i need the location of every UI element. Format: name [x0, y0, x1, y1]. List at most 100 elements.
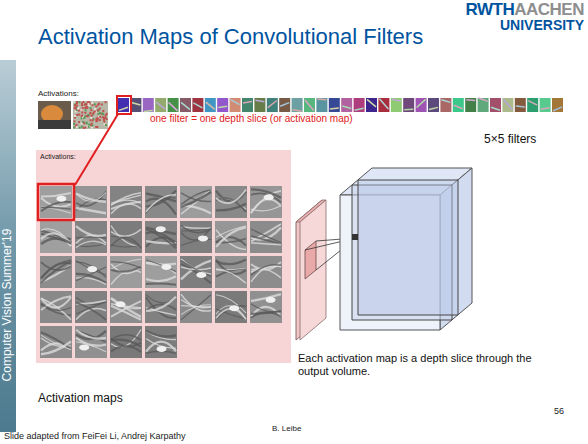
gradient-image [86, 107, 88, 109]
gradient-image [81, 104, 83, 106]
activation-map [75, 256, 107, 288]
gradient-image [89, 119, 91, 121]
activation-map [216, 306, 246, 319]
logo-word: AACHEN [514, 1, 584, 18]
activation-map [145, 186, 177, 218]
filter-tile [527, 98, 538, 112]
activation-map [146, 195, 176, 212]
gradient-image [76, 105, 78, 107]
gradient-image [76, 114, 78, 116]
activation-map [216, 189, 246, 203]
gradient-image [95, 126, 97, 128]
activation-map [41, 202, 71, 212]
gradient-image [84, 104, 86, 106]
gradient-image [90, 109, 92, 111]
filter-tile [168, 98, 179, 112]
gradient-image [104, 116, 106, 118]
gradient-image [73, 123, 75, 125]
filter-tile [355, 108, 364, 110]
gradient-image [74, 115, 76, 117]
activation-map [110, 291, 142, 323]
activation-map [181, 206, 211, 214]
activation-map [251, 243, 281, 245]
logo-word: RWTH [466, 1, 515, 18]
filter-tile [515, 98, 526, 112]
gradient-image [85, 103, 87, 105]
filter-tile [465, 98, 476, 112]
activation-panel [36, 150, 291, 363]
filter-tile [268, 100, 277, 107]
filter-tile [403, 98, 414, 112]
filter-tile [130, 98, 141, 112]
filter-tile [131, 103, 140, 106]
logo-word: UNIVERSITY [466, 18, 584, 32]
gradient-image [89, 107, 91, 109]
filter-tile [243, 102, 252, 104]
gradient-image [88, 103, 90, 105]
activation-map [181, 264, 211, 283]
filter-tile [552, 98, 563, 112]
activation-map [180, 291, 212, 323]
activation-map [41, 260, 71, 278]
activation-map [111, 237, 141, 248]
activation-map [41, 332, 71, 349]
activation-map [216, 227, 246, 247]
filter-tile [267, 98, 278, 112]
filter-tile [416, 98, 427, 112]
activation-map [146, 297, 176, 311]
activation-map [146, 297, 176, 318]
gradient-image [84, 126, 86, 128]
activation-map [180, 186, 212, 218]
filter-tile [440, 98, 451, 112]
activation-map [75, 186, 107, 218]
gradient-image [73, 126, 75, 128]
filter-tile [392, 99, 401, 101]
gradient-image [99, 119, 101, 121]
filter-tile [441, 100, 450, 103]
activation-map [79, 344, 89, 350]
gradient-image [73, 120, 75, 122]
filter-tile [503, 99, 512, 109]
activation-map [266, 297, 276, 303]
gradient-image [90, 113, 92, 115]
activation-map [181, 261, 211, 280]
activation-map [250, 186, 282, 218]
gradient-image [79, 127, 81, 129]
gradient-image [86, 122, 88, 124]
activation-map [76, 241, 106, 248]
activation-map [215, 291, 247, 323]
logo-row: RWTHAACHEN [466, 1, 584, 18]
gradient-image [91, 127, 93, 129]
gradient-image [81, 123, 83, 125]
activation-map [251, 304, 281, 312]
filter-tile [417, 99, 426, 107]
gradient-image [81, 109, 83, 111]
gradient-image [90, 117, 92, 119]
filter-tile [230, 98, 241, 112]
filter-tile [391, 98, 402, 112]
gradient-image [84, 112, 86, 114]
filter-tile [181, 102, 190, 109]
filter-tile [217, 98, 228, 112]
filter-tile [330, 108, 339, 109]
filter-tile [192, 98, 203, 112]
gradient-image [94, 103, 96, 105]
gradient-image [81, 126, 83, 128]
gradient-image [105, 114, 107, 116]
activation-map [40, 326, 72, 358]
gradient-image [92, 112, 94, 114]
gradient-image [88, 101, 90, 103]
filter-tile [279, 98, 290, 112]
gradient-image [77, 108, 79, 110]
activation-map [181, 305, 211, 315]
filter-tile [540, 98, 551, 112]
gradient-image [94, 108, 96, 110]
filter-tile [205, 98, 216, 112]
filter-tile [292, 98, 303, 112]
activation-map [216, 198, 246, 212]
filter-tile [502, 98, 513, 112]
volume-illustration [296, 168, 472, 340]
activation-map [111, 264, 141, 273]
filter-tile [305, 100, 314, 111]
university-logo: RWTHAACHENUNIVERSITY [466, 1, 584, 32]
